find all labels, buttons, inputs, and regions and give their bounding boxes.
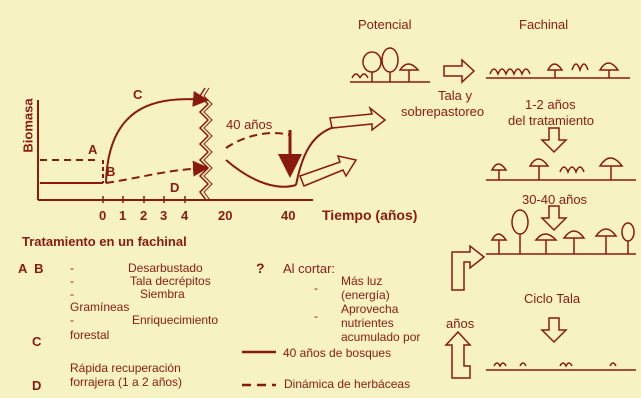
curve-solid-40 bbox=[225, 159, 297, 188]
label-tala-2: sobrepastoreo bbox=[401, 104, 485, 119]
legend-q-item-1: Más luz bbox=[341, 274, 383, 288]
legend-d-text-1: Rápida recuperación bbox=[70, 361, 181, 375]
arrow-tala bbox=[443, 58, 476, 84]
tick-label-4: 4 bbox=[181, 208, 189, 223]
label-years: años bbox=[446, 316, 475, 331]
legend-solid-label: 40 años de bosques bbox=[283, 346, 392, 360]
forest-stage4 bbox=[486, 362, 636, 371]
tick-label-40: 40 bbox=[281, 208, 296, 223]
curve-c bbox=[105, 90, 209, 184]
tick-label-0: 0 bbox=[99, 208, 107, 223]
tick-label-1: 1 bbox=[119, 208, 127, 223]
curve-d bbox=[105, 160, 209, 184]
curve-label-a: A bbox=[88, 142, 98, 157]
tick-label-3: 3 bbox=[160, 208, 168, 223]
legend-q-dash-1: - bbox=[314, 281, 318, 295]
graph-caption: Tratamiento en un fachinal bbox=[22, 234, 187, 249]
legend-ab-item-3: Siembra bbox=[140, 287, 185, 301]
label-potencial: Potencial bbox=[358, 17, 412, 32]
label-stage2: 30-40 años bbox=[522, 192, 588, 207]
axis-break-2 bbox=[203, 87, 213, 201]
annotation-40-years: 40 años bbox=[226, 117, 273, 132]
legend-dashed-label: Dinámica de herbáceas bbox=[284, 377, 411, 391]
legend-ab-item-2: Tala decrépitos bbox=[130, 274, 211, 288]
legend-question-mark: ? bbox=[256, 260, 265, 276]
graph-axes bbox=[37, 100, 313, 201]
legend-d-label: D bbox=[32, 378, 42, 393]
forest-stage3 bbox=[486, 209, 636, 255]
legend-q-item-5: acumulado por bbox=[341, 330, 421, 344]
tick-label-2: 2 bbox=[140, 208, 148, 223]
forest-potential bbox=[350, 47, 430, 83]
legend-d-text-2: forrajera (1 a 2 años) bbox=[70, 375, 183, 389]
label-fachinal: Fachinal bbox=[519, 17, 569, 32]
legend-c-label: C bbox=[32, 334, 42, 349]
forest-stage2 bbox=[486, 157, 636, 181]
curve-label-d: D bbox=[170, 180, 180, 195]
legend-ab-item-4: Gramíneas bbox=[70, 300, 130, 314]
cycle-top-arrow bbox=[451, 244, 486, 291]
graph-curves bbox=[40, 90, 361, 188]
label-cycle: Ciclo Tala bbox=[524, 291, 581, 306]
outline-arrows bbox=[299, 105, 387, 187]
label-stage1-2: del tratamiento bbox=[508, 113, 594, 128]
label-tala-1: Tala y bbox=[438, 88, 472, 103]
legend-q-dash-2: - bbox=[314, 309, 318, 323]
legend-dash-1: - bbox=[70, 261, 74, 275]
tick-label-20: 20 bbox=[218, 208, 233, 223]
legend-ab-label: A B bbox=[18, 261, 44, 276]
legend-ab-item-1: Desarbustado bbox=[128, 261, 203, 275]
x-axis-label: Tiempo (años) bbox=[322, 207, 418, 223]
cycle-return-arrow bbox=[444, 330, 472, 379]
legend-dash-4: - bbox=[70, 313, 74, 327]
x-ticks bbox=[102, 196, 186, 203]
legend-q-title: Al cortar: bbox=[283, 261, 336, 276]
legend-ab-item-5: Enriquecimiento bbox=[132, 313, 219, 327]
curve-label-c: C bbox=[133, 87, 143, 102]
curve-dashed-40 bbox=[225, 132, 291, 149]
legend-q-item-3: Aprovecha bbox=[341, 302, 399, 316]
down-arrows-right bbox=[540, 127, 568, 344]
legend-q-item-4: nutrientes bbox=[341, 316, 394, 330]
legend-q-item-2: (energía) bbox=[341, 288, 390, 302]
curve-label-b: B bbox=[106, 164, 116, 179]
legend-ab-item-6: forestal bbox=[70, 328, 110, 342]
forest-fachinal bbox=[486, 62, 630, 79]
y-axis-label: Biomasa bbox=[20, 98, 36, 153]
legend-dash-2: - bbox=[70, 274, 74, 288]
legend-dash-3: - bbox=[70, 287, 74, 301]
label-stage1-1: 1-2 años bbox=[525, 97, 576, 112]
